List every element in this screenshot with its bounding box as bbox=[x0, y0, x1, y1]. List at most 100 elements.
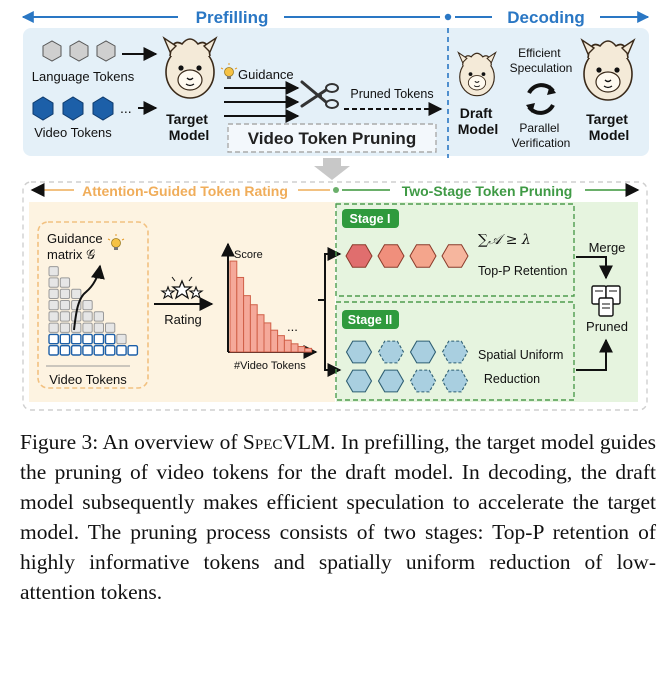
efficient-speculation-label: Efficient Speculation bbox=[510, 46, 573, 75]
spatial-uniform-label: Spatial Uniform bbox=[478, 348, 563, 362]
pruning-shears-icon bbox=[300, 80, 339, 109]
stage1-label: Stage I bbox=[350, 212, 391, 226]
matrix-video-token-cell bbox=[59, 333, 71, 345]
score-bar bbox=[256, 314, 265, 353]
matrix-video-token-cell bbox=[104, 345, 116, 356]
matrix-cell bbox=[82, 322, 93, 333]
language-token bbox=[42, 40, 62, 62]
bars-ellipsis: ... bbox=[287, 319, 298, 334]
score-bar bbox=[270, 329, 279, 353]
video-token-pruning-label: Video Token Pruning bbox=[248, 129, 416, 148]
matrix-cell bbox=[59, 311, 71, 322]
matrix-video-token-cell bbox=[82, 333, 93, 345]
video-tokens-label: Video Tokens bbox=[34, 125, 112, 140]
figure-caption: Figure 3: An overview of SpecVLM. In pre… bbox=[20, 427, 656, 607]
guidance-matrix-label: Guidance matrix 𝒢 bbox=[47, 231, 106, 262]
parallel-verification-label: Parallel Verification bbox=[512, 121, 571, 150]
guidance-trend-arrow bbox=[73, 264, 105, 331]
score-bar bbox=[290, 343, 299, 353]
score-bar bbox=[229, 260, 238, 353]
video-token-row bbox=[32, 96, 114, 121]
score-bar bbox=[304, 347, 313, 353]
target-model-label: Target Model bbox=[166, 111, 212, 143]
stage2-token bbox=[409, 340, 437, 364]
video-token bbox=[32, 96, 54, 121]
matrix-video-token-cell bbox=[104, 333, 116, 345]
rating-stars-icon bbox=[160, 276, 204, 300]
matrix-video-token-cell bbox=[48, 333, 60, 345]
matrix-video-tokens-label: Video Tokens bbox=[49, 372, 127, 387]
section-divider-dot bbox=[333, 187, 339, 193]
score-bar bbox=[236, 276, 245, 353]
matrix-cell bbox=[71, 288, 82, 300]
score-bar bbox=[297, 346, 306, 353]
matrix-cell bbox=[93, 322, 104, 333]
stage1-token bbox=[409, 244, 437, 268]
video-token bbox=[62, 96, 84, 121]
video-tokens-ellipsis: ... bbox=[120, 100, 132, 116]
stage2-token bbox=[441, 369, 469, 393]
score-bar-chart: Score #Video Tokens ... bbox=[221, 242, 318, 372]
matrix-cell bbox=[48, 277, 59, 288]
video-token bbox=[92, 96, 114, 121]
stage2-badge bbox=[342, 310, 399, 329]
top-p-retention-label: Top-P Retention bbox=[478, 264, 567, 278]
stage1-token-row bbox=[345, 244, 469, 268]
target-model-decode-label: Target Model bbox=[586, 111, 632, 143]
stage2-token bbox=[377, 340, 405, 364]
language-tokens-label: Language Tokens bbox=[32, 69, 135, 84]
attention-sum-formula: ∑𝒜 ≥ λ bbox=[478, 232, 531, 248]
matrix-video-token-cell bbox=[48, 345, 60, 356]
matrix-cell bbox=[82, 311, 93, 322]
matrix-video-token-cell bbox=[127, 345, 139, 356]
stage2-token bbox=[441, 340, 469, 364]
caption-prefix: Figure 3: An overview of bbox=[20, 430, 243, 454]
matrix-cell bbox=[48, 300, 59, 311]
target-model-alpaca-icon bbox=[163, 37, 217, 99]
caption-text: . In prefilling, the target model guides… bbox=[20, 430, 657, 604]
matrix-cell bbox=[93, 311, 104, 322]
matrix-cell bbox=[48, 288, 59, 300]
stage2-label: Stage II bbox=[348, 313, 392, 327]
language-token-row bbox=[42, 40, 116, 62]
panel-connector-arrow bbox=[314, 158, 350, 180]
stage2-token bbox=[345, 340, 373, 364]
merge-arrow-stage2 bbox=[576, 338, 613, 371]
matrix-video-token-cell bbox=[70, 333, 82, 345]
prefilling-label: Prefilling bbox=[196, 8, 269, 27]
matrix-video-token-cell bbox=[93, 345, 105, 356]
score-bar bbox=[243, 295, 251, 353]
speculation-cycle-icon bbox=[526, 83, 556, 115]
reduction-label: Reduction bbox=[484, 372, 540, 386]
branch-arrow-stage2 bbox=[324, 300, 342, 377]
video-tokens-axis-label: #Video Tokens bbox=[234, 360, 306, 372]
caption-model-name: SpecVLM bbox=[242, 430, 331, 454]
stage1-token bbox=[345, 244, 373, 268]
matrix-cell bbox=[59, 288, 71, 300]
pruned-label: Pruned bbox=[586, 319, 628, 334]
matrix-cell bbox=[116, 333, 127, 345]
matrix-cell bbox=[48, 266, 59, 277]
matrix-video-token-cell bbox=[82, 345, 93, 356]
stage1-token bbox=[377, 244, 405, 268]
matrix-cell bbox=[59, 300, 71, 311]
branch-arrow-stage1 bbox=[318, 247, 342, 301]
phase-divider-dot bbox=[444, 13, 452, 21]
guidance-matrix-grid bbox=[46, 266, 139, 367]
stage2-token bbox=[377, 369, 405, 393]
matrix-video-token-cell bbox=[70, 345, 82, 356]
matrix-cell bbox=[48, 322, 59, 333]
stage2-token-grid bbox=[345, 340, 469, 393]
language-token bbox=[69, 40, 89, 62]
target-model-decode-alpaca-icon bbox=[581, 39, 635, 101]
stage1-box bbox=[335, 203, 575, 297]
overview-figure: Prefilling Decoding Language Tokens ... … bbox=[21, 8, 650, 411]
matrix-cell bbox=[105, 322, 116, 333]
stage1-token bbox=[441, 244, 469, 268]
stage1-badge bbox=[342, 209, 399, 228]
merge-arrow-stage1 bbox=[576, 256, 613, 280]
rating-section-title: Attention-Guided Token Rating bbox=[82, 183, 288, 199]
guidance-label: Guidance bbox=[238, 67, 294, 82]
rating-label: Rating bbox=[164, 312, 202, 327]
matrix-video-token-cell bbox=[116, 345, 127, 356]
